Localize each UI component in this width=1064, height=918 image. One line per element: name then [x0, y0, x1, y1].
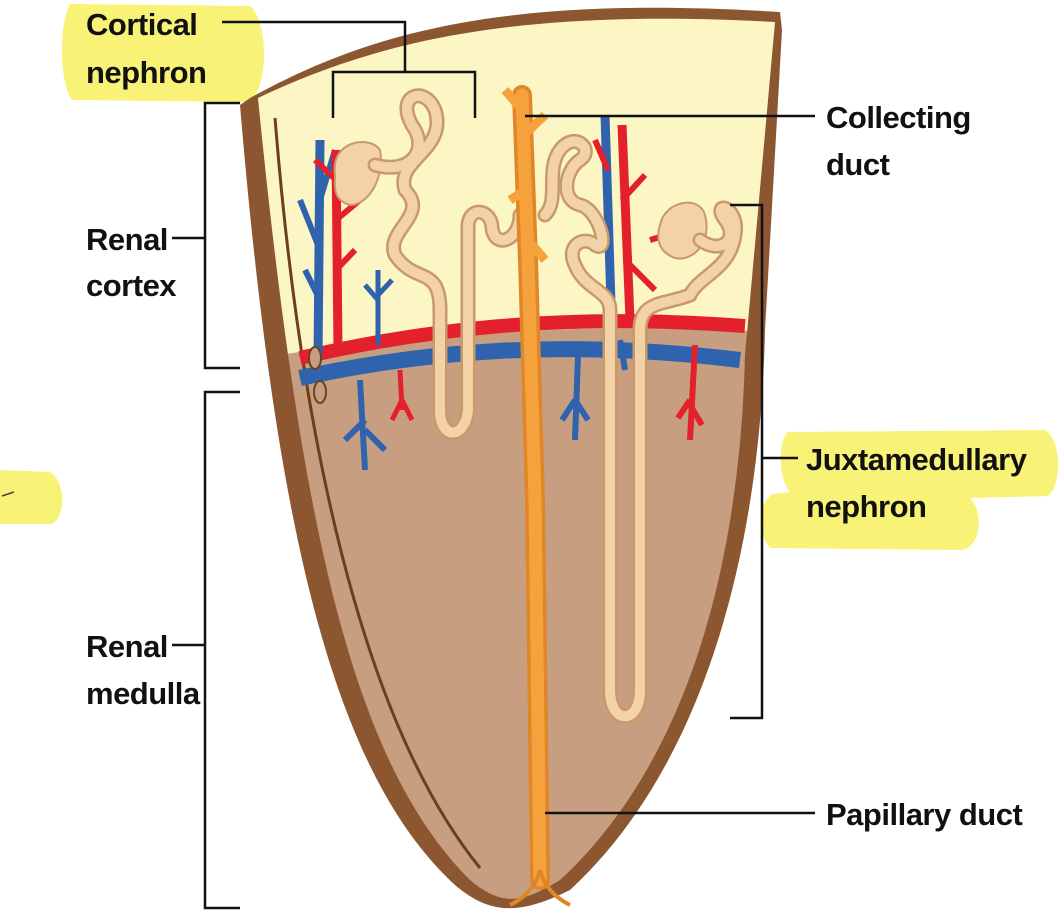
label-renal-cortex-line2: cortex	[86, 268, 177, 303]
label-juxtamedullary-nephron-line2: nephron	[806, 489, 927, 524]
label-cortical-nephron-line2: nephron	[86, 55, 207, 90]
label-cortical-nephron-line1: Cortical	[86, 7, 197, 42]
label-renal-medulla-line2: medulla	[86, 676, 201, 711]
label-collecting-duct-line2: duct	[826, 147, 890, 182]
label-collecting-duct-line1: Collecting	[826, 100, 971, 135]
label-papillary-duct: Papillary duct	[826, 797, 1022, 832]
kidney-wedge	[240, 0, 800, 913]
bracket-renal-cortex	[172, 103, 240, 368]
label-renal-cortex-line1: Renal	[86, 222, 168, 257]
label-juxtamedullary-nephron-line1: Juxtamedullary	[806, 442, 1028, 477]
vessel-cross-section-1	[309, 347, 321, 369]
label-renal-medulla-line1: Renal	[86, 629, 168, 664]
highlight-left-partial	[0, 470, 62, 524]
vessel-cross-section-2	[314, 381, 326, 403]
bracket-renal-medulla	[172, 392, 240, 908]
